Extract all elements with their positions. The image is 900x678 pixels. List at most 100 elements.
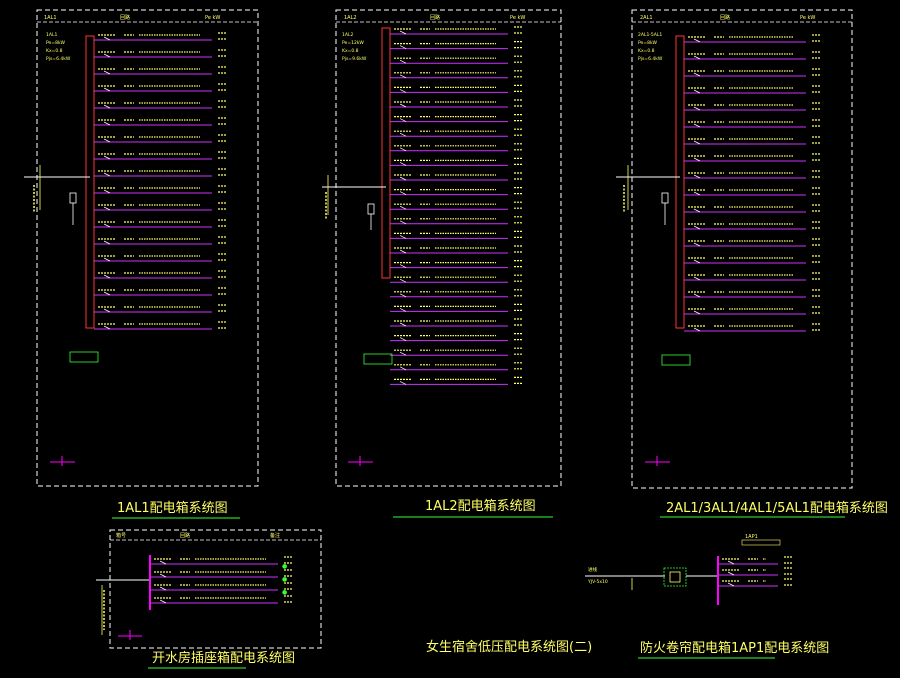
circuit-line	[94, 49, 226, 58]
circuit-line	[684, 272, 820, 281]
circuit-line	[684, 323, 820, 332]
circuit-line	[94, 185, 226, 194]
circuit-line	[390, 84, 522, 93]
circuit-line	[390, 99, 522, 108]
circuit-line	[684, 221, 820, 230]
svg-text:●: ●	[282, 589, 287, 596]
circuit-line	[390, 55, 522, 64]
svg-text:●: ●	[282, 563, 287, 570]
svg-text:Kx=0.8: Kx=0.8	[342, 48, 359, 54]
circuit-line	[684, 102, 820, 111]
circuit-line	[390, 230, 522, 239]
svg-text:YJV-5x10: YJV-5x10	[587, 579, 608, 585]
svg-text:回路: 回路	[430, 14, 440, 21]
circuit-line	[94, 32, 226, 41]
circuit-line	[390, 143, 522, 152]
circuit-line	[390, 318, 522, 327]
circuit-line	[390, 303, 522, 312]
circuit-line	[684, 34, 820, 43]
circuit-line	[94, 236, 226, 245]
circuit-line	[150, 556, 292, 565]
circuit-line	[390, 289, 522, 298]
circuit-line	[684, 153, 820, 162]
circuit-line	[94, 253, 226, 262]
svg-text:进线: 进线	[588, 566, 597, 573]
circuit-line	[94, 66, 226, 75]
circuit-line	[390, 216, 522, 225]
svg-text:Pjs=6.4kW: Pjs=6.4kW	[46, 56, 71, 62]
circuit-line	[390, 157, 522, 166]
panel-title-1al1: 1AL1配电箱系统图	[117, 500, 228, 516]
circuit-line	[94, 134, 226, 143]
circuit-line	[684, 306, 820, 315]
circuit-line	[718, 578, 792, 587]
circuit-line	[390, 70, 522, 79]
panel-fire-shutter: 1AP1 进线 YJV-5x10	[585, 534, 792, 605]
svg-text:Pe=8kW: Pe=8kW	[638, 40, 658, 46]
circuit-line	[390, 333, 522, 342]
panel-1al1: 1AL1 回路 Pe kW 1AL1 Pe=8kW Kx=0.8 Pjs=6.4…	[24, 9, 259, 487]
panel-title-2al1: 2AL1/3AL1/4AL1/5AL1配电箱系统图	[666, 500, 888, 516]
circuit-line	[94, 168, 226, 177]
svg-text:Pe=8kW: Pe=8kW	[46, 40, 66, 46]
circuit-line	[94, 270, 226, 279]
svg-text:2AL1-5AL1: 2AL1-5AL1	[638, 32, 662, 38]
circuit-line	[718, 556, 792, 565]
circuit-line	[390, 26, 522, 35]
circuit-line	[390, 40, 522, 50]
circuit-line	[684, 170, 820, 179]
fire-shutter-circuits	[718, 556, 792, 587]
circuit-line	[94, 304, 226, 313]
circuit-line	[684, 204, 820, 213]
circuit-line	[684, 238, 820, 247]
svg-text:Kx=0.8: Kx=0.8	[46, 48, 63, 54]
circuit-line	[718, 567, 792, 576]
circuit-line	[390, 274, 522, 283]
circuit-line	[684, 68, 820, 77]
svg-text:●: ●	[282, 576, 287, 583]
circuit-line	[390, 347, 522, 356]
circuit-line	[684, 119, 820, 128]
panel-title-water-room: 开水房插座箱配电系统图	[152, 650, 295, 666]
circuit-line	[684, 187, 820, 196]
circuit-line	[684, 136, 820, 145]
circuit-line	[684, 85, 820, 94]
svg-text:备注: 备注	[270, 532, 280, 539]
svg-text:1AP1: 1AP1	[745, 534, 758, 540]
panel-1al2: 1AL2 回路 Pe kW 1AL2 Pe=12kW Kx=0.8 Pjs=9.…	[322, 9, 562, 487]
svg-text:1AL1: 1AL1	[46, 32, 57, 38]
circuit-line	[94, 219, 226, 228]
svg-text:Pe kW: Pe kW	[800, 15, 815, 21]
svg-text:1AL1: 1AL1	[44, 15, 57, 21]
circuit-line	[94, 321, 226, 330]
circuit-line	[390, 187, 522, 196]
panel-water-room: 箱号 回路 备注 ● ● ●	[96, 529, 322, 649]
circuit-line	[150, 569, 292, 578]
svg-text:回路: 回路	[120, 14, 130, 21]
circuit-line	[390, 172, 522, 181]
circuit-line	[390, 362, 522, 371]
panel-title-dorm: 女生宿舍低压配电系统图(二)	[426, 639, 592, 655]
circuit-line	[390, 260, 522, 269]
svg-text:Pe=12kW: Pe=12kW	[342, 40, 364, 46]
circuit-line	[150, 595, 292, 604]
1al1-circuits	[33, 32, 226, 330]
circuit-line	[94, 151, 226, 160]
circuit-line	[94, 202, 226, 211]
circuit-line	[390, 245, 522, 254]
svg-text:Pjs=9.6kW: Pjs=9.6kW	[342, 56, 367, 62]
circuit-line	[150, 582, 292, 591]
circuit-line	[94, 287, 226, 296]
water-room-circuits	[103, 556, 292, 630]
svg-text:Pe kW: Pe kW	[205, 15, 220, 21]
svg-text:Pe kW: Pe kW	[510, 15, 525, 21]
circuit-line	[94, 117, 226, 126]
panel-title-fire-shutter: 防火卷帘配电箱1AP1配电系统图	[640, 640, 829, 656]
svg-text:1AL2: 1AL2	[344, 15, 357, 21]
svg-text:2AL1: 2AL1	[640, 15, 653, 21]
panel-title-1al2: 1AL2配电箱系统图	[425, 498, 536, 514]
svg-text:回路: 回路	[720, 14, 730, 21]
circuit-line	[94, 83, 226, 92]
circuit-line	[390, 128, 522, 137]
